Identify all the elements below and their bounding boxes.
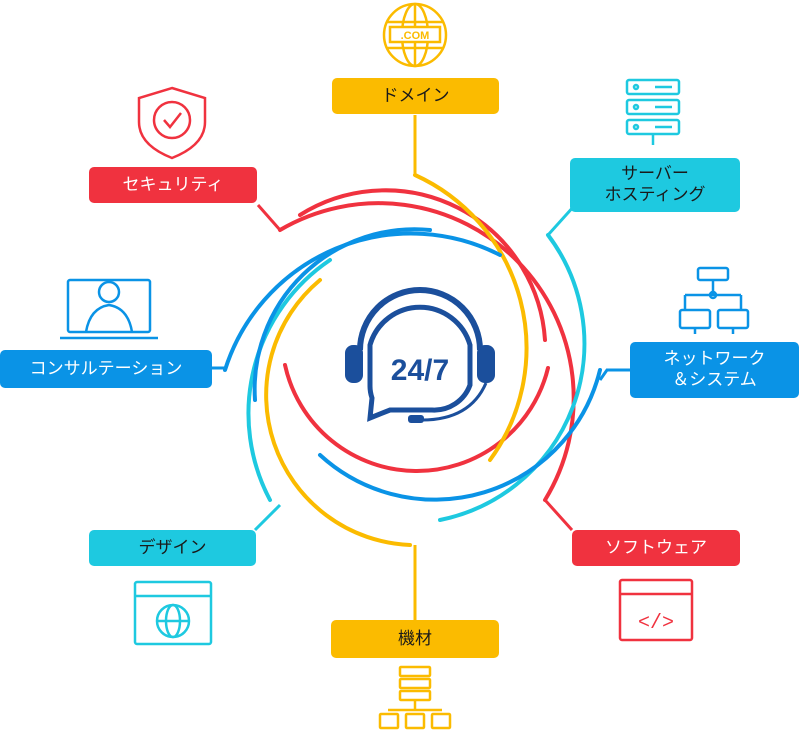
node-design: デザイン: [89, 530, 256, 566]
node-consultation: コンサルテーション: [0, 350, 212, 388]
spiral-arc-red-inner: [283, 363, 550, 473]
code-window-text: </>: [638, 612, 674, 635]
node-equipment: 機材: [331, 620, 499, 658]
headset-support-icon: 24/7: [345, 287, 495, 423]
connector-security: [256, 204, 282, 231]
node-domain: ドメイン: [332, 78, 499, 114]
code-window-icon: </>: [618, 578, 694, 642]
spiral-arc-blue-inner: [252, 227, 432, 402]
node-software: ソフトウェア: [572, 530, 740, 566]
node-network-system-line2: ＆システム: [672, 370, 757, 390]
globe-com-text: .COM: [401, 30, 430, 42]
spiral-arc-red-side: [298, 188, 547, 342]
connector-software: [543, 498, 574, 532]
globe-com-icon: .COM: [382, 2, 448, 68]
network-computers-icon: [678, 266, 750, 334]
connector-design: [253, 503, 282, 532]
server-rack-icon: [625, 78, 681, 145]
spiral-arc-red-outer: [278, 201, 576, 502]
center-label: 24/7: [391, 354, 449, 387]
spiral-arc-yellow-left: [264, 278, 412, 547]
spiral-arc-yellow-right: [413, 173, 529, 462]
node-security: セキュリティ: [89, 167, 257, 203]
node-server-hosting: サーバー ホスティング: [570, 158, 740, 212]
spiral-arc-cyan-right: [438, 233, 587, 522]
server-network-icon: [378, 665, 452, 730]
node-server-hosting-line1: サーバー: [621, 164, 689, 184]
shield-check-icon: [137, 86, 207, 160]
node-network-system: ネットワーク ＆システム: [630, 342, 799, 398]
node-network-system-line1: ネットワーク: [663, 349, 766, 369]
spiral-arc-blue-bottom: [318, 368, 602, 502]
consultant-monitor-icon: [60, 278, 158, 340]
node-server-hosting-line2: ホスティング: [604, 185, 706, 205]
browser-globe-icon: [133, 580, 213, 646]
connector-network: [598, 368, 630, 381]
